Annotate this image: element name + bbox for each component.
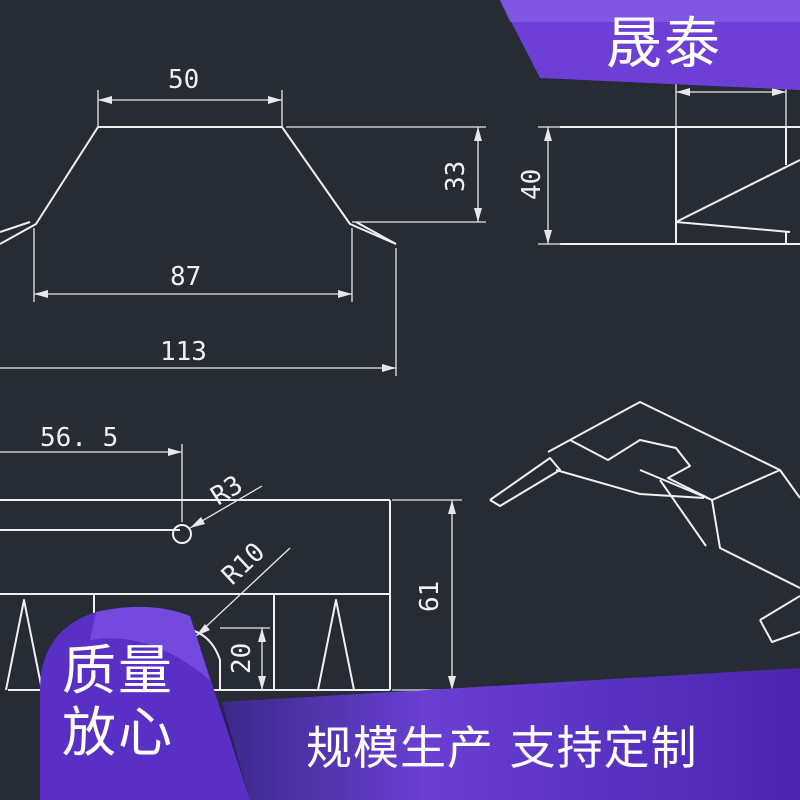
dimension-label-r10: R10 bbox=[216, 537, 271, 591]
dimension-label-50: 50 bbox=[168, 65, 199, 95]
dimension-61: 61 bbox=[392, 499, 462, 691]
slogan-text: 规模生产 支持定制 bbox=[306, 721, 698, 775]
brand-name: 晟泰 bbox=[606, 12, 722, 77]
dimension-label-r3: R3 bbox=[206, 470, 248, 512]
dimension-40: 40 bbox=[517, 126, 562, 245]
badge-line-1: 质量 bbox=[62, 639, 174, 702]
front-view-profile bbox=[0, 499, 391, 691]
dimension-top-right bbox=[675, 82, 787, 127]
dimension-label-113: 113 bbox=[160, 337, 207, 367]
dimension-label-20: 20 bbox=[227, 643, 257, 674]
dimension-label-56-5: 56. 5 bbox=[40, 423, 118, 453]
dimension-50: 50 bbox=[97, 65, 283, 127]
dimension-r10: R10 bbox=[195, 537, 291, 637]
dimension-label-33: 33 bbox=[441, 161, 471, 192]
trapezoid-profile bbox=[0, 126, 397, 245]
top-right-purple-band bbox=[500, 0, 800, 90]
quality-badge: 质量 放心 bbox=[62, 640, 174, 764]
isometric-bracket bbox=[489, 401, 800, 643]
dimension-113: 113 bbox=[0, 248, 397, 376]
badge-ribbon bbox=[40, 606, 250, 800]
badge-line-2: 放心 bbox=[62, 701, 174, 764]
side-view-profile bbox=[560, 126, 800, 245]
dimension-20: 20 bbox=[220, 627, 270, 690]
dimension-r3: R3 bbox=[189, 470, 263, 529]
bottom-purple-band bbox=[190, 668, 800, 800]
dimension-87: 87 bbox=[33, 228, 353, 302]
dimension-label-87: 87 bbox=[170, 262, 201, 292]
dimension-33: 33 bbox=[286, 126, 486, 223]
dimension-56-5: 56. 5 bbox=[0, 423, 183, 522]
dimension-label-40: 40 bbox=[517, 169, 547, 200]
dimension-label-61: 61 bbox=[415, 581, 445, 612]
